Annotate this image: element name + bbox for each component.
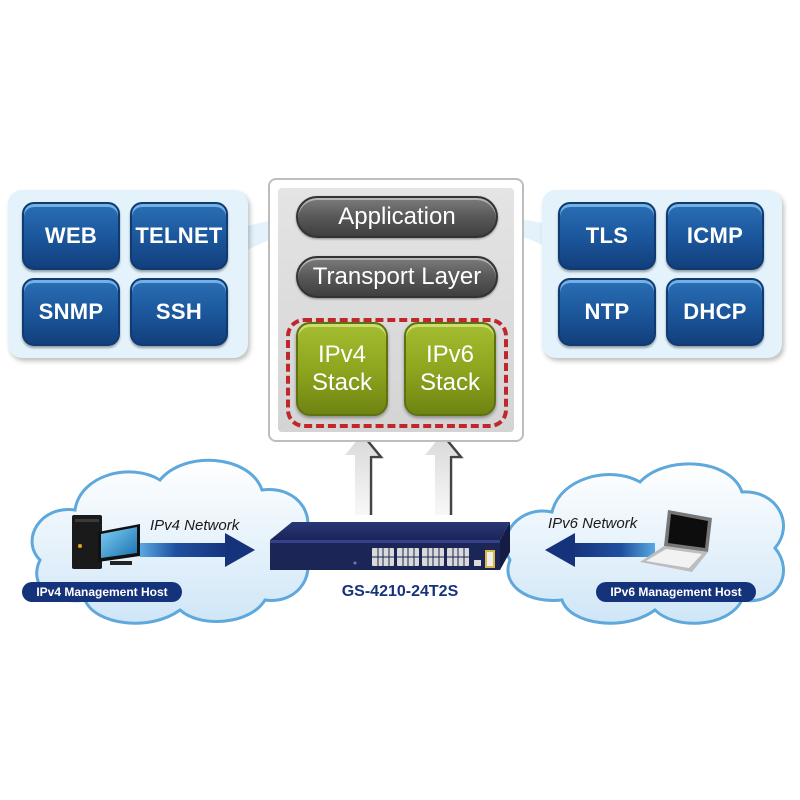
laptop-icon (640, 510, 712, 572)
switch-model-label: GS-4210-24T2S (341, 583, 459, 600)
desktop-computer-icon (72, 515, 140, 569)
ipv6-stack: IPv6 Stack (404, 322, 496, 416)
dual-stack-dashed-border (286, 318, 508, 428)
ipv4-stack: IPv4 Stack (296, 322, 388, 416)
ipv4-management-host-label: IPv4 Management Host (22, 582, 182, 602)
ipv4-stack-line1: IPv4 (317, 341, 367, 368)
ipv6-management-host-label: IPv6 Management Host (596, 582, 756, 602)
up-arrow-right (425, 433, 464, 515)
protocol-web: WEB (22, 202, 120, 270)
protocol-ntp: NTP (558, 278, 656, 346)
protocol-icmp: ICMP (666, 202, 764, 270)
protocol-dhcp: DHCP (666, 278, 764, 346)
ipv4-stack-line2: Stack (311, 369, 373, 396)
protocol-telnet: TELNET (130, 202, 228, 270)
transport-layer: Transport Layer (296, 256, 498, 298)
application-layer: Application (296, 196, 498, 238)
left-protocol-panel: WEB TELNET SNMP SSH (8, 190, 248, 358)
right-protocol-panel: TLS ICMP NTP DHCP (542, 190, 782, 358)
ipv6-stack-line1: IPv6 (425, 341, 475, 368)
up-arrow-left (345, 433, 384, 515)
network-switch-icon (270, 522, 510, 570)
ipv6-network-label: IPv6 Network (548, 515, 638, 532)
ipv4-arrow (140, 533, 255, 567)
ipv6-stack-line2: Stack (419, 369, 481, 396)
ipv6-arrow (545, 533, 655, 567)
protocol-snmp: SNMP (22, 278, 120, 346)
ipv4-network-label: IPv4 Network (150, 517, 240, 534)
protocol-tls: TLS (558, 202, 656, 270)
protocol-ssh: SSH (130, 278, 228, 346)
